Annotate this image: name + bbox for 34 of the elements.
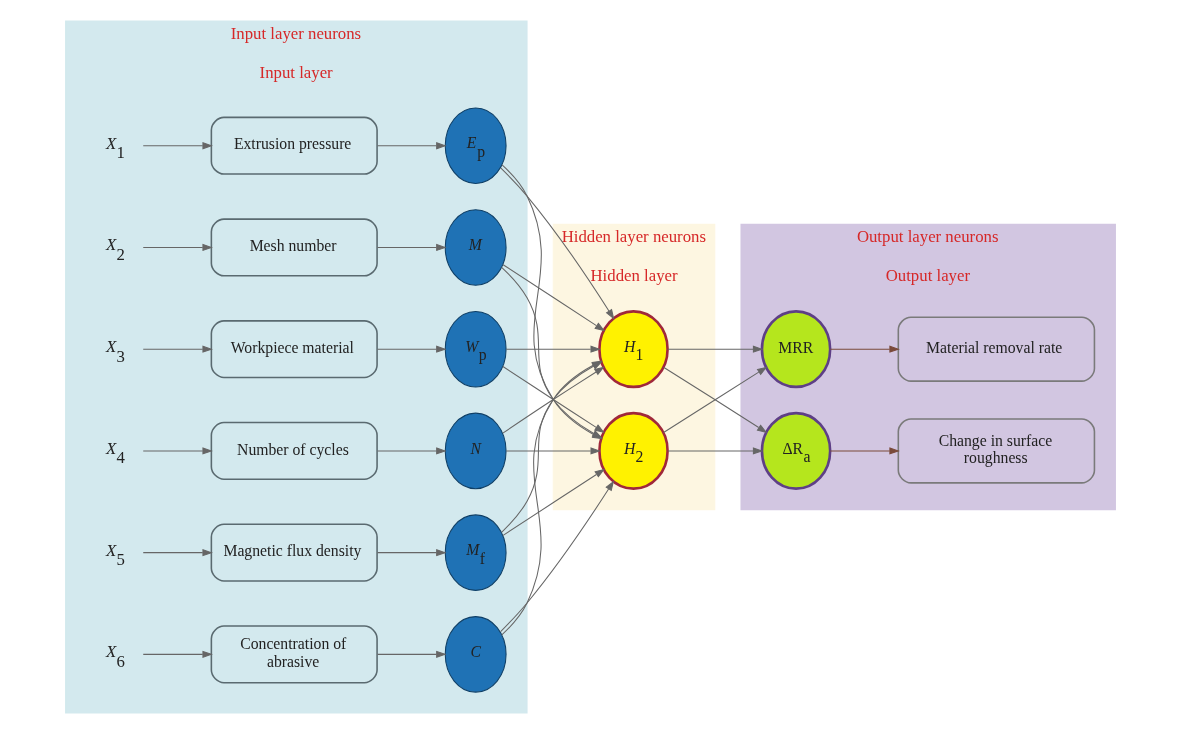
node-ellipse: C — [444, 616, 507, 693]
node-box: Concentration of abrasive — [210, 625, 378, 684]
arrow — [142, 650, 213, 659]
arrow — [667, 345, 764, 353]
node-ellipse: M — [444, 209, 507, 286]
arrow — [829, 447, 900, 455]
arrow — [502, 468, 606, 536]
node-box: Material removal rate — [897, 316, 1096, 382]
arrow — [377, 548, 447, 557]
node-box: Mesh number — [210, 218, 378, 277]
arrow — [377, 243, 447, 252]
arrow — [500, 480, 615, 633]
node-box: Extrusion pressure — [210, 116, 378, 175]
arrow — [667, 447, 764, 455]
arrow — [377, 142, 447, 150]
arrow — [377, 447, 447, 455]
arrow — [502, 264, 606, 332]
node-box: Change in surface roughness — [897, 418, 1096, 484]
arrow — [505, 345, 601, 353]
arrow — [142, 447, 213, 455]
arrow — [829, 345, 900, 353]
arrow — [142, 548, 213, 557]
node-ellipse: N — [444, 412, 507, 490]
node-box: Magnetic flux density — [210, 523, 378, 582]
node-circle: MRR — [760, 310, 832, 389]
arrow — [142, 345, 213, 353]
arrow — [142, 142, 213, 150]
arrow — [377, 345, 447, 353]
arrow — [377, 650, 447, 659]
arrow — [500, 167, 615, 320]
node-box: Workpiece material — [210, 320, 378, 379]
node-box: Number of cycles — [210, 421, 378, 480]
arrow — [142, 243, 213, 252]
arrow — [505, 447, 601, 455]
